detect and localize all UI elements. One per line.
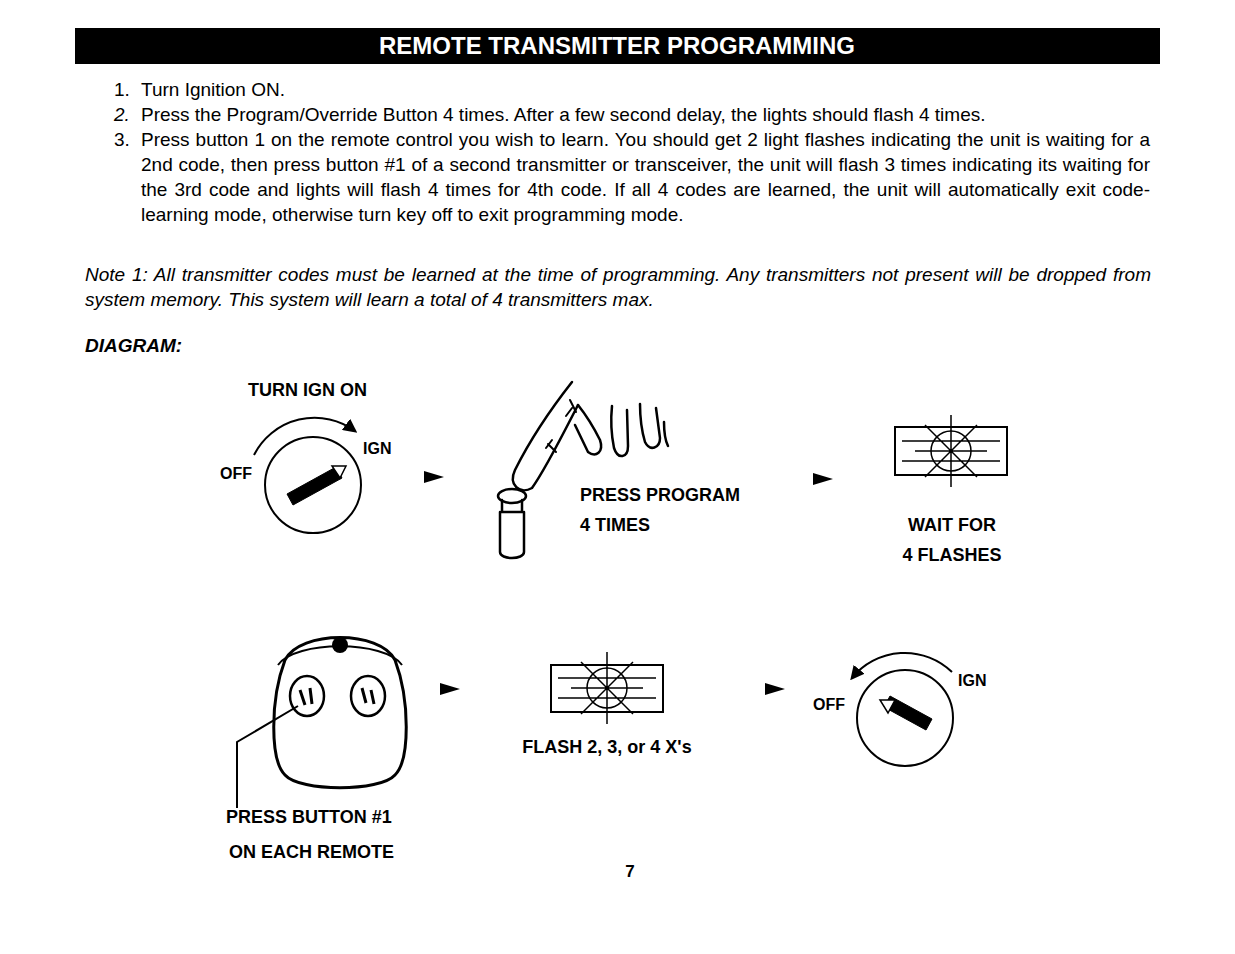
step-caption: 4 TIMES [580, 515, 650, 536]
step-caption: PRESS PROGRAM [580, 485, 740, 506]
finger-pressing-button [498, 382, 668, 558]
step-text: Turn Ignition ON. [141, 77, 1150, 102]
ignition-switch [852, 653, 953, 766]
ignition-switch [254, 418, 361, 533]
flashing-light [895, 415, 1007, 487]
page-number: 7 [625, 862, 634, 882]
step-caption: FLASH 2, 3, or 4 X's [522, 737, 691, 758]
title-bar [75, 28, 1160, 64]
step-caption: ON EACH REMOTE [229, 842, 394, 863]
step-number: 2. [114, 102, 130, 127]
page-title: REMOTE TRANSMITTER PROGRAMMING [379, 31, 855, 61]
step-number: 3. [114, 127, 130, 152]
switch-position: IGN [363, 440, 391, 458]
step-number: 1. [114, 77, 130, 102]
switch-position: IGN [958, 672, 986, 690]
step-caption: 4 FLASHES [902, 545, 1001, 566]
switch-position: OFF [220, 465, 252, 483]
step-caption: WAIT FOR [908, 515, 996, 536]
note-text: Note 1: All transmitter codes must be le… [85, 262, 1151, 312]
step-caption: TURN IGN ON [248, 380, 367, 401]
step-text: Press button 1 on the remote control you… [141, 127, 1150, 227]
step-text: Press the Program/Override Button 4 time… [141, 102, 1150, 127]
flashing-light [551, 652, 663, 724]
remote-transmitter [237, 637, 406, 808]
section-heading: DIAGRAM: [85, 335, 182, 357]
step-arrow [424, 471, 833, 695]
switch-position: OFF [813, 696, 845, 714]
step-caption: PRESS BUTTON #1 [226, 807, 392, 828]
